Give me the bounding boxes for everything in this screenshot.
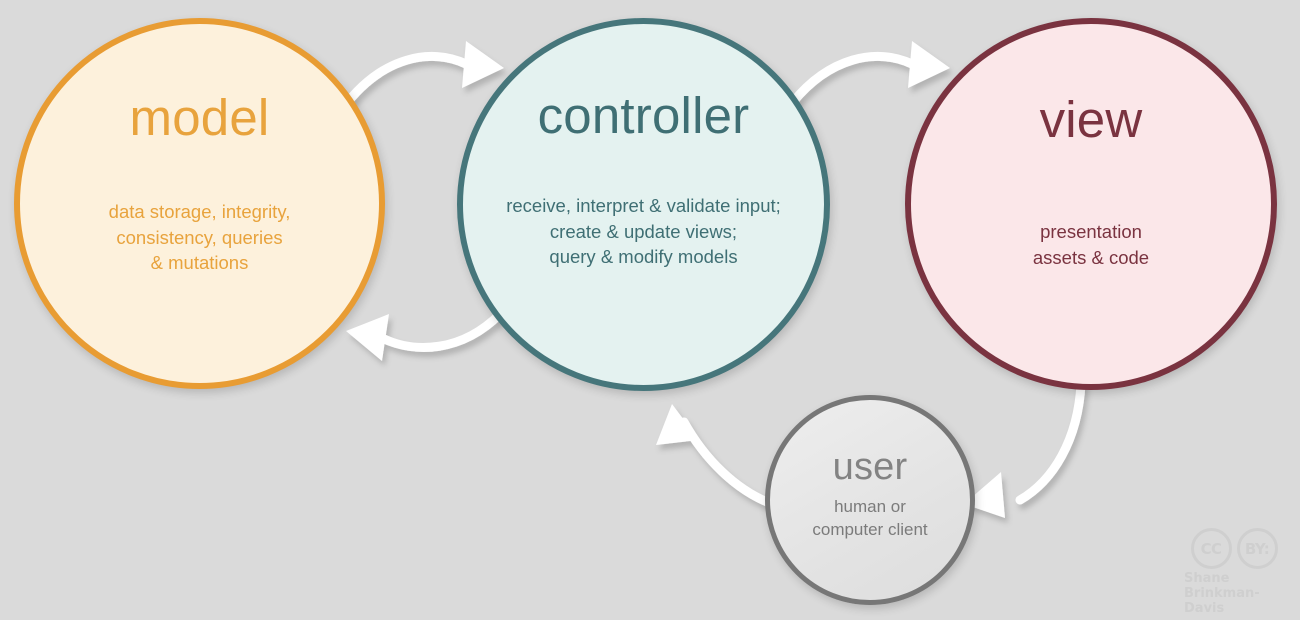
- arrow-controller-to-view: [788, 41, 950, 107]
- node-user-title: user: [832, 446, 908, 488]
- node-model-title: model: [129, 89, 270, 146]
- node-model[interactable]: model data storage, integrity, consisten…: [14, 18, 385, 389]
- node-controller-description: receive, interpret & validate input; cre…: [506, 195, 781, 268]
- creative-commons-icon: CC: [1190, 528, 1232, 569]
- arrow-controller-to-model: [346, 309, 505, 361]
- node-controller-title: controller: [537, 87, 750, 144]
- arrow-view-to-user: [964, 379, 1086, 518]
- cc-marks: CC BY:: [1178, 528, 1290, 569]
- arrow-user-to-controller: [656, 404, 777, 509]
- node-view[interactable]: view presentation assets & code: [905, 18, 1277, 390]
- node-controller[interactable]: controller receive, interpret & validate…: [457, 18, 830, 391]
- node-user[interactable]: user human or computer client: [765, 395, 975, 605]
- author-name: Shane Brinkman-Davis: [1184, 571, 1260, 616]
- node-view-title: view: [1039, 91, 1143, 148]
- creative-commons-attribution: CC BY: Shane Brinkman-Davis: [1178, 528, 1290, 617]
- node-view-description: presentation assets & code: [1032, 221, 1150, 268]
- arrow-model-to-controller: [342, 41, 504, 108]
- node-user-description: human or computer client: [812, 497, 928, 540]
- cc-by-icon: BY:: [1236, 528, 1278, 569]
- node-model-description: data storage, integrity, consistency, qu…: [108, 201, 291, 274]
